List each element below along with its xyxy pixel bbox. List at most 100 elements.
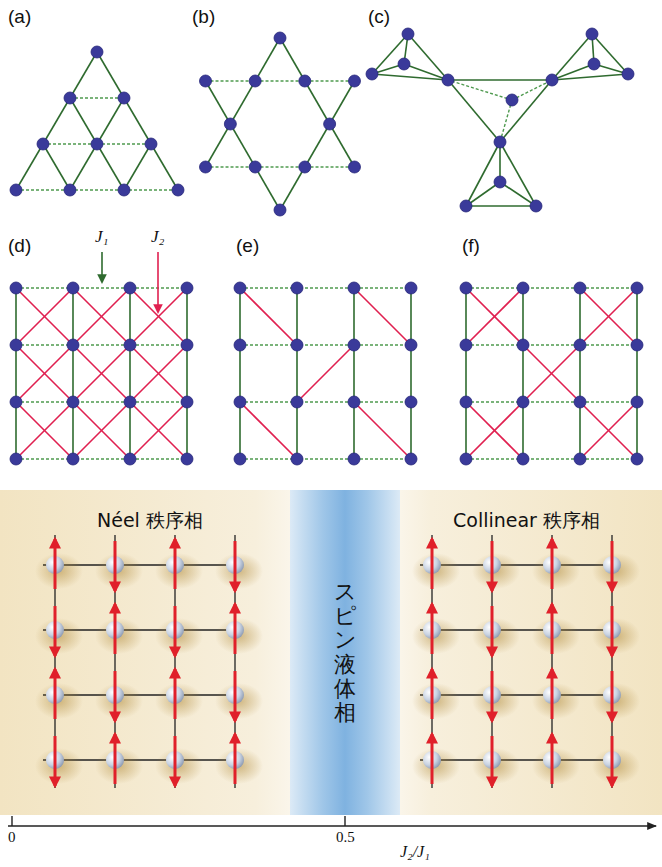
lattice-site xyxy=(291,396,303,408)
spin-glow xyxy=(532,618,580,654)
j2-bond xyxy=(16,288,73,345)
bond-line xyxy=(151,144,178,190)
bond-line xyxy=(404,64,448,80)
bond-line xyxy=(97,98,124,144)
lattice-site xyxy=(145,138,157,150)
spin-arrow xyxy=(551,669,554,719)
lattice-site xyxy=(530,200,542,212)
spin-arrow xyxy=(174,736,177,786)
spin-glow xyxy=(592,683,640,719)
spin-glow xyxy=(155,683,203,719)
spin-glow xyxy=(95,618,143,654)
lattice-site xyxy=(631,453,643,465)
bond-line xyxy=(353,288,355,459)
lattice-site xyxy=(494,136,506,148)
lattice-site xyxy=(124,339,136,351)
bond-line xyxy=(448,80,500,142)
bond-dashed xyxy=(16,458,187,459)
spin-arrow xyxy=(431,539,434,589)
lattice-site xyxy=(442,74,454,86)
lattice-site xyxy=(181,396,193,408)
bond-line xyxy=(70,52,97,98)
spin-bond xyxy=(234,535,235,788)
spin-glow xyxy=(592,748,640,784)
bond-line xyxy=(522,288,524,459)
lattice-site xyxy=(200,75,212,87)
bond-line xyxy=(448,79,552,81)
spin-arrow xyxy=(491,671,494,721)
bond-dashed xyxy=(70,189,124,190)
bond-line xyxy=(16,144,43,190)
bond-dashed xyxy=(500,100,512,142)
bond-line xyxy=(372,74,448,80)
bond-dashed xyxy=(512,80,552,100)
spin-arrow xyxy=(431,669,434,719)
spin-arrow xyxy=(551,604,554,654)
j2-bond xyxy=(73,402,130,459)
panel-label: (d) xyxy=(8,235,31,257)
bond-line xyxy=(465,288,467,459)
lattice-site xyxy=(124,282,136,294)
lattice-site xyxy=(348,75,360,87)
lattice-site xyxy=(124,453,136,465)
j2-bond xyxy=(580,402,637,459)
j2-bond xyxy=(16,345,73,402)
spin-glow xyxy=(412,618,460,654)
bond-line xyxy=(280,81,354,210)
lattice-site xyxy=(494,176,506,188)
spin-glow xyxy=(35,683,83,719)
lattice-site xyxy=(348,282,360,294)
bond-line xyxy=(186,288,188,459)
spin-arrow xyxy=(611,606,614,656)
spin-glow xyxy=(95,748,143,784)
spin-arrow xyxy=(234,734,237,784)
bond-dashed xyxy=(124,189,178,190)
bond-line xyxy=(97,144,124,190)
neel-ground xyxy=(0,490,300,815)
lattice-site xyxy=(348,339,360,351)
bond-dashed xyxy=(466,287,637,288)
panel-label: (e) xyxy=(236,235,259,257)
lattice-site xyxy=(181,453,193,465)
lattice-site xyxy=(405,339,417,351)
symbol-label: J₂ xyxy=(151,227,164,247)
spin-arrow xyxy=(491,736,494,786)
bond-dashed xyxy=(466,401,637,402)
lattice-site xyxy=(224,118,236,130)
bond-dashed xyxy=(16,287,187,288)
bond-line xyxy=(72,288,74,459)
lattice-site xyxy=(10,282,22,294)
lattice-site xyxy=(118,92,130,104)
phase-region: Collinear 秩序相 xyxy=(390,490,662,815)
spin-glow xyxy=(155,553,203,589)
lattice-site xyxy=(460,396,472,408)
panel-label: (b) xyxy=(192,6,215,28)
lattice-site xyxy=(460,282,472,294)
spin-bond xyxy=(174,535,175,788)
spin-glow xyxy=(412,748,460,784)
spin-arrow xyxy=(174,669,177,719)
j2-bond xyxy=(580,402,637,459)
lattice-site xyxy=(291,453,303,465)
lattice-site xyxy=(460,339,472,351)
j1-pointer xyxy=(101,252,103,282)
bond-line xyxy=(43,144,70,190)
spin-bond xyxy=(431,535,432,788)
spin-glow xyxy=(592,618,640,654)
j2-bond xyxy=(240,288,297,345)
spin-arrow xyxy=(114,734,117,784)
symbol-label: J₁ xyxy=(95,227,108,247)
spin-arrow xyxy=(54,669,57,719)
bond-dashed xyxy=(97,143,151,144)
spin-glow xyxy=(95,683,143,719)
lattice-site xyxy=(574,453,586,465)
spin-glow xyxy=(215,748,263,784)
bond-line xyxy=(280,38,354,167)
lattice-site xyxy=(64,184,76,196)
bond-dashed xyxy=(466,458,637,459)
bond-dashed xyxy=(240,458,411,459)
spin-glow xyxy=(472,553,520,589)
j2-bond xyxy=(354,288,411,345)
bond-line xyxy=(552,64,594,80)
lattice-site xyxy=(574,282,586,294)
